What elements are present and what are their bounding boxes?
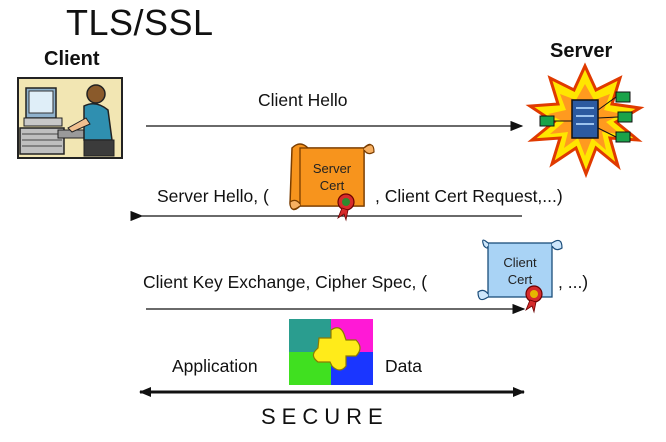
client-cert-label: Client Cert <box>488 254 552 288</box>
page-title: TLS/SSL <box>66 2 214 43</box>
app-data-left: Application <box>172 356 258 376</box>
server-label: Server <box>550 40 613 62</box>
client-label: Client <box>44 48 100 70</box>
server-burst-icon <box>525 62 645 179</box>
secure-label: SECURE <box>261 404 389 429</box>
puzzle-icon <box>289 319 373 385</box>
client-key-prefix: Client Key Exchange, Cipher Spec, ( <box>143 272 428 292</box>
server-hello-suffix: , Client Cert Request,...) <box>375 186 563 206</box>
client-hello-label: Client Hello <box>258 90 348 110</box>
server-cert-line1: Server <box>312 161 352 176</box>
client-cert-scroll <box>477 239 563 314</box>
app-data-right: Data <box>385 356 422 376</box>
server-cert-line2: Cert <box>319 178 345 193</box>
server-hello-prefix: Server Hello, ( <box>157 186 269 206</box>
client-cert-line2: Cert <box>507 272 533 287</box>
client-key-suffix: , ...) <box>558 272 589 292</box>
server-cert-scroll <box>289 143 375 222</box>
client-cert-line1: Client <box>503 255 537 270</box>
person-at-computer-icon <box>17 77 123 159</box>
server-cert-label: Server Cert <box>300 160 364 194</box>
